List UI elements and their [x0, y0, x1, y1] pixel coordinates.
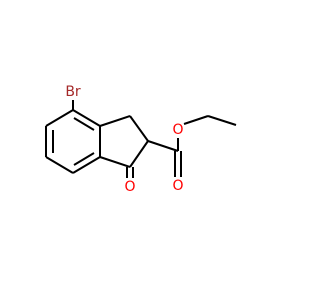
- bond-c4-c5: [45, 109, 74, 127]
- bond-c3a-c3: [99, 115, 131, 127]
- bond-c1-c7a: [99, 156, 131, 168]
- carbonyl-oxygen-label: O: [172, 178, 183, 194]
- bond-ch2-ch3: [207, 115, 237, 126]
- bond-c7-c7a-inner: [73, 152, 95, 166]
- bond-c2-c1: [129, 140, 149, 168]
- bond-c6-c7: [45, 156, 74, 174]
- ketone-oxygen-label: O: [124, 179, 135, 195]
- bond-c3a-c4: [72, 109, 101, 127]
- bond-c3-c2: [129, 115, 149, 142]
- molecule-diagram: Br O O O: [45, 84, 237, 195]
- bond-c7-c7a: [72, 156, 101, 174]
- bond-oester-ch2: [183, 115, 209, 125]
- ester-oxygen-label: O: [172, 122, 183, 138]
- bromine-label: Br: [65, 84, 81, 100]
- bond-c3a-c4-inner: [73, 117, 95, 131]
- bond-c2-cester: [147, 140, 179, 152]
